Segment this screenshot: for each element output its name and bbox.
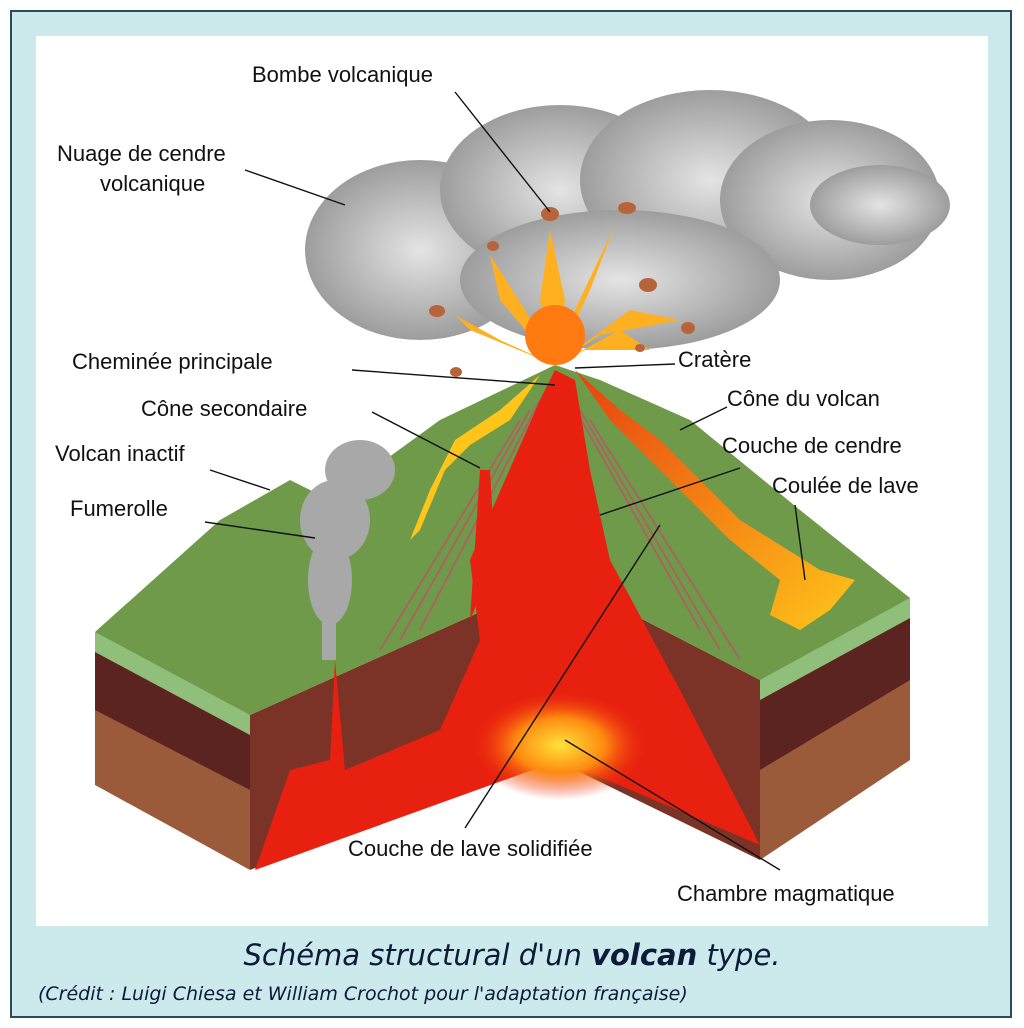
- label-bombe-volcanique: Bombe volcanique: [252, 62, 433, 87]
- label-cone-volcan: Cône du volcan: [727, 386, 880, 411]
- label-couche-cendre: Couche de cendre: [722, 433, 902, 458]
- lava-flow-right: [575, 370, 855, 630]
- volcanic-bombs: [429, 202, 695, 377]
- leader-lines: [204, 91, 806, 871]
- caption-text-end: type.: [697, 938, 781, 972]
- label-cone-secondaire: Cône secondaire: [141, 396, 307, 421]
- caption-text: Schéma structural d'un: [243, 938, 592, 972]
- label-volcan-inactif: Volcan inactif: [55, 441, 186, 466]
- lava-flow-left: [410, 375, 540, 540]
- label-lave-solidifiee: Couche de lave solidifiée: [348, 836, 593, 861]
- ash-cloud: [305, 90, 950, 350]
- secondary-cone-dyke: [470, 470, 495, 620]
- eruption-jet: [455, 225, 680, 365]
- label-cratere: Cratère: [678, 347, 751, 372]
- label-nuage-line2: volcanique: [100, 171, 205, 196]
- magma-chamber: [470, 690, 650, 800]
- label-coulee-lave: Coulée de lave: [772, 473, 919, 498]
- label-fumerolle: Fumerolle: [70, 496, 168, 521]
- caption-bold: volcan: [591, 938, 698, 972]
- figure-credit: (Crédit : Luigi Chiesa et William Crocho…: [38, 983, 688, 1005]
- label-cheminee: Cheminée principale: [72, 349, 273, 374]
- figure-caption: Schéma structural d'un volcan type.: [0, 938, 1024, 972]
- label-chambre-magmatique: Chambre magmatique: [677, 881, 895, 906]
- ash-layers: [379, 399, 741, 661]
- label-nuage-line1: Nuage de cendre: [57, 141, 226, 166]
- fumerole-smoke: [300, 440, 395, 660]
